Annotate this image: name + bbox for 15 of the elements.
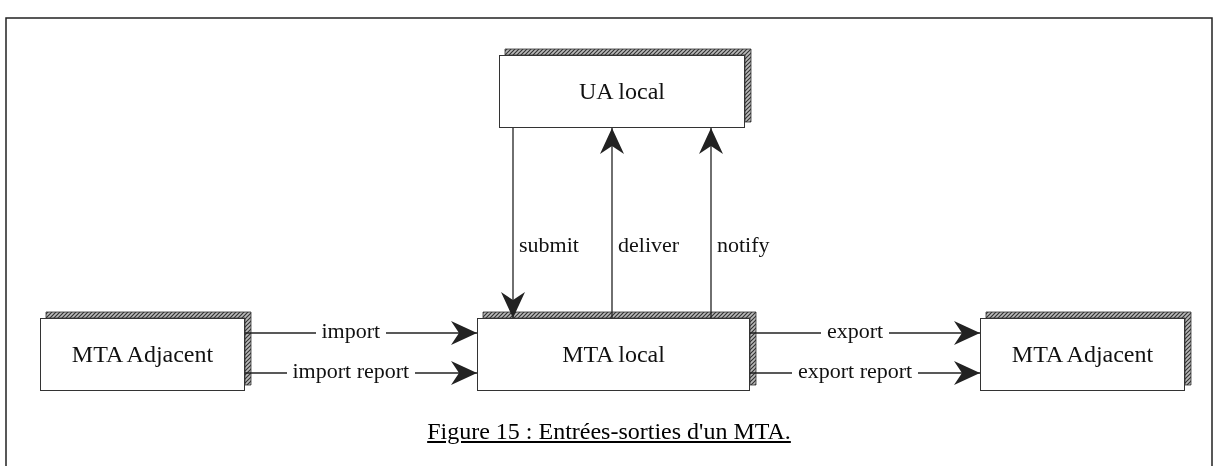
process-box <box>40 318 245 391</box>
figure-caption: Figure 15 : Entrées-sorties d'un MTA. <box>427 418 791 444</box>
process-box <box>499 55 745 128</box>
process-box <box>980 318 1185 391</box>
box-label: MTA Adjacent <box>71 341 214 368</box>
arrow <box>501 127 525 319</box>
box-label: UA local <box>579 78 665 105</box>
arrow <box>699 127 723 319</box>
arrow <box>600 127 624 319</box>
box-label: MTA local <box>562 341 665 368</box>
process-box <box>477 318 750 391</box>
edge-label: deliver <box>618 233 680 257</box>
edge-label: notify <box>717 233 770 257</box>
box-label: MTA Adjacent <box>1011 341 1154 368</box>
edge-label: submit <box>519 233 579 257</box>
